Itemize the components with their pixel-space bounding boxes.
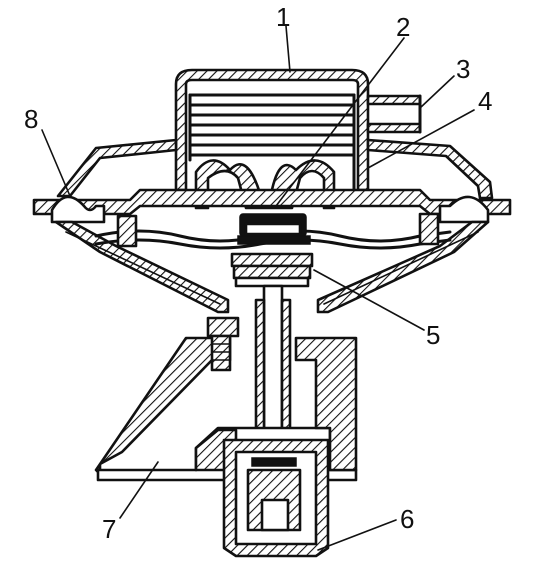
leader-1 — [285, 25, 291, 73]
callout-1: 1 — [276, 2, 290, 32]
callout-7: 7 — [102, 514, 116, 544]
outlet-body — [222, 438, 330, 558]
callout-5: 5 — [426, 320, 440, 350]
spacer-stack — [230, 252, 314, 288]
callout-labels: 1 2 3 4 5 6 7 8 — [24, 2, 492, 544]
leader-7 — [119, 461, 159, 519]
upper-cap — [56, 68, 494, 200]
inlet-pipe — [366, 94, 422, 134]
callout-8: 8 — [24, 104, 38, 134]
callout-3: 3 — [456, 54, 470, 84]
callout-4: 4 — [478, 86, 492, 116]
leader-3 — [419, 75, 455, 109]
valve-seat — [237, 213, 311, 245]
leader-lines — [41, 25, 475, 551]
adjusting-screw — [206, 316, 240, 372]
leader-4 — [367, 109, 475, 169]
callout-2: 2 — [396, 12, 410, 42]
inner-bellows — [194, 159, 336, 210]
coil-spring — [188, 93, 356, 202]
leader-2 — [275, 37, 405, 207]
leader-5 — [313, 269, 425, 331]
leader-8 — [41, 129, 71, 197]
leader-6 — [317, 519, 397, 551]
callout-6: 6 — [400, 504, 414, 534]
